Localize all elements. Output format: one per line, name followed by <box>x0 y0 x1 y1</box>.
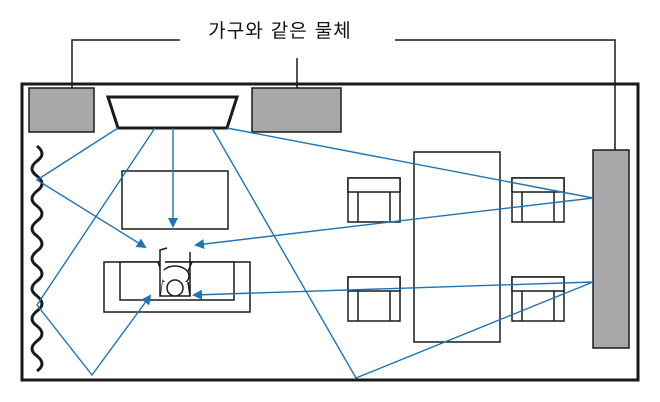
dining-table <box>413 151 501 343</box>
cabinet-left <box>28 87 95 133</box>
furniture-label: 가구와 같은 물체 <box>208 20 352 42</box>
listener-icon <box>157 247 193 297</box>
soundbar <box>105 95 240 130</box>
path-rear-reflect <box>192 127 594 379</box>
path-right-shelf <box>194 127 594 250</box>
path-left-wall-lower <box>36 127 156 377</box>
leader-right <box>395 39 616 160</box>
leader-left <box>71 39 180 100</box>
chair-bottom-left <box>347 276 401 322</box>
room-outline <box>20 82 640 382</box>
cabinet-middle <box>251 87 342 133</box>
shelf-right <box>592 149 630 349</box>
coffee-table <box>121 170 229 230</box>
chair-top-left <box>347 177 401 223</box>
chair-top-right <box>511 177 565 223</box>
path-left-wall-upper <box>35 127 147 249</box>
sound-paths <box>35 127 594 379</box>
